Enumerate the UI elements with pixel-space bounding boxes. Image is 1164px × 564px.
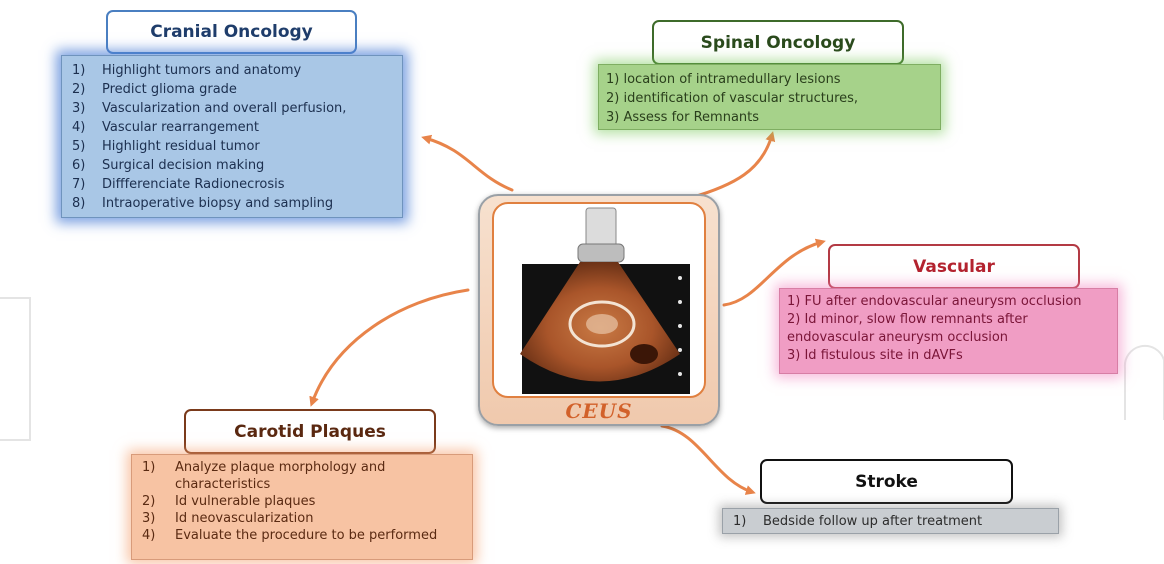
- cranial-oncology-panel: 1)Highlight tumors and anatomy 2)Predict…: [61, 55, 403, 218]
- item-number: 2): [142, 493, 175, 510]
- item-number: 7): [72, 175, 102, 194]
- list-item: 3) Id fistulous site in dAVFs: [787, 347, 1110, 365]
- item-number: 1): [733, 512, 763, 531]
- stroke-panel: 1)Bedside follow up after treatment: [722, 508, 1059, 534]
- item-number: 1): [142, 459, 175, 493]
- list-item: 4)Vascular rearrangement: [72, 118, 392, 137]
- spinal-oncology-panel: 1) location of intramedullary lesions 2)…: [598, 64, 941, 130]
- arrow-to-carotid: [312, 290, 468, 403]
- item-text: Surgical decision making: [102, 156, 264, 175]
- ultrasound-image-icon: [494, 204, 704, 396]
- list-item: 1) FU after endovascular aneurysm occlus…: [787, 293, 1110, 311]
- spinal-oncology-title: Spinal Oncology: [652, 20, 904, 65]
- list-item: 2) identification of vascular structures…: [606, 89, 933, 108]
- vascular-panel: 1) FU after endovascular aneurysm occlus…: [779, 288, 1118, 374]
- list-item: 2)Id vulnerable plaques: [142, 493, 462, 510]
- item-text: Bedside follow up after treatment: [763, 512, 982, 531]
- list-item: 1) location of intramedullary lesions: [606, 70, 933, 89]
- list-item: 6)Surgical decision making: [72, 156, 392, 175]
- list-item: 8)Intraoperative biopsy and sampling: [72, 194, 392, 213]
- item-number: 4): [72, 118, 102, 137]
- list-item: 4)Evaluate the procedure to be performed: [142, 527, 462, 544]
- item-text: Highlight tumors and anatomy: [102, 61, 301, 80]
- item-number: 1): [72, 61, 102, 80]
- item-text: Analyze plaque morphology and characteri…: [175, 459, 462, 493]
- item-text: Vascularization and overall perfusion,: [102, 99, 346, 118]
- arrow-to-spinal: [690, 135, 772, 198]
- item-number: 3): [142, 510, 175, 527]
- ceus-hub: CEUS: [478, 194, 720, 426]
- carotid-plaques-title: Carotid Plaques: [184, 409, 436, 454]
- list-item: 3)Vascularization and overall perfusion,: [72, 99, 392, 118]
- item-text: Intraoperative biopsy and sampling: [102, 194, 333, 213]
- item-number: 8): [72, 194, 102, 213]
- item-text: Id neovascularization: [175, 510, 313, 527]
- list-item: 1)Analyze plaque morphology and characte…: [142, 459, 462, 493]
- item-number: 5): [72, 137, 102, 156]
- list-item: 2) Id minor, slow flow remnants after en…: [787, 311, 1110, 347]
- list-item: 1)Highlight tumors and anatomy: [72, 61, 392, 80]
- item-text: Evaluate the procedure to be performed: [175, 527, 437, 544]
- item-number: 2): [72, 80, 102, 99]
- list-item: 3) Assess for Remnants: [606, 108, 933, 127]
- list-item: 1)Bedside follow up after treatment: [733, 512, 1048, 531]
- item-number: 3): [72, 99, 102, 118]
- list-item: 2)Predict glioma grade: [72, 80, 392, 99]
- cranial-oncology-title: Cranial Oncology: [106, 10, 357, 54]
- stroke-title: Stroke: [760, 459, 1013, 504]
- item-number: 4): [142, 527, 175, 544]
- carotid-plaques-panel: 1)Analyze plaque morphology and characte…: [131, 454, 473, 560]
- item-text: Predict glioma grade: [102, 80, 237, 99]
- ceus-label: CEUS: [480, 399, 718, 423]
- list-item: 5)Highlight residual tumor: [72, 137, 392, 156]
- arrow-to-stroke: [662, 426, 752, 492]
- arrow-to-cranial: [425, 138, 512, 190]
- item-text: Diffferenciate Radionecrosis: [102, 175, 285, 194]
- item-text: Highlight residual tumor: [102, 137, 260, 156]
- list-item: 3)Id neovascularization: [142, 510, 462, 527]
- item-text: Id vulnerable plaques: [175, 493, 315, 510]
- item-text: Vascular rearrangement: [102, 118, 259, 137]
- list-item: 7)Diffferenciate Radionecrosis: [72, 175, 392, 194]
- item-number: 6): [72, 156, 102, 175]
- ultrasound-frame: [492, 202, 706, 398]
- vascular-title: Vascular: [828, 244, 1080, 289]
